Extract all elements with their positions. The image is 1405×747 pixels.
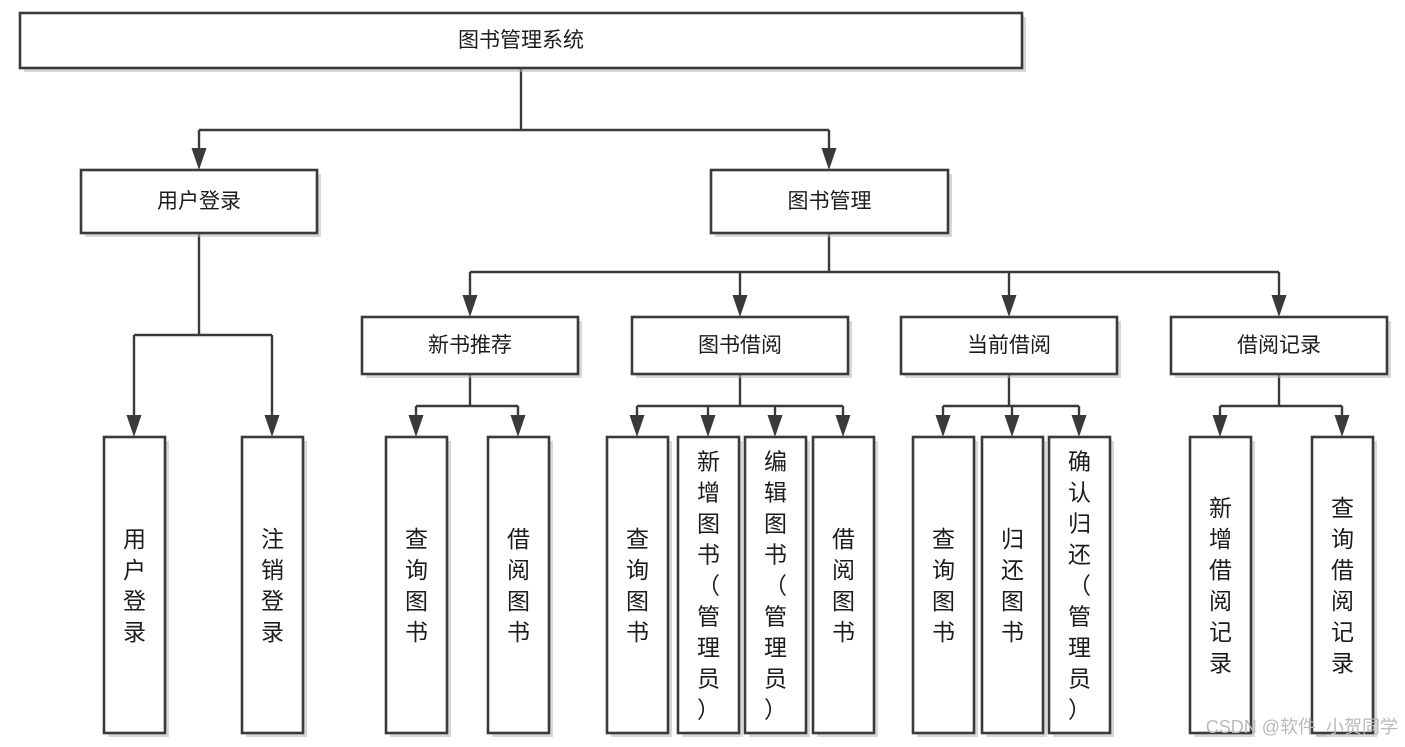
node-box-book-manage[interactable] (709, 168, 950, 235)
node-box-borrow-record[interactable] (1169, 315, 1389, 376)
node-book-borrow[interactable]: 图书借阅 (630, 315, 852, 378)
csdn-watermark: CSDN @软件_小贺同学 (1206, 717, 1398, 738)
connector-bookmanage-to-level3 (462, 233, 1287, 317)
node-label-leaf-user-login: 用户登录 (123, 526, 146, 645)
node-box-leaf-return-book[interactable] (980, 435, 1045, 735)
node-leaf-add-record[interactable]: 新增借阅记录 (1188, 435, 1255, 737)
node-leaf-query-book-3[interactable]: 查询图书 (911, 435, 978, 737)
connector-borrowrecord-to-leaves (1212, 374, 1350, 437)
node-leaf-confirm-return[interactable]: 确认归还（管理员） (1047, 435, 1114, 737)
node-box-leaf-logout[interactable] (240, 435, 305, 735)
node-label-leaf-query-record: 查询借阅记录 (1331, 495, 1354, 676)
node-book-manage[interactable]: 图书管理 (709, 168, 952, 237)
node-box-current-borrow[interactable] (899, 315, 1119, 376)
node-box-user-login[interactable] (79, 168, 319, 235)
node-box-leaf-add-record[interactable] (1188, 435, 1253, 735)
node-box-leaf-edit-book[interactable] (743, 435, 808, 735)
node-label-leaf-add-record: 新增借阅记录 (1209, 495, 1232, 676)
node-root[interactable]: 图书管理系统 (18, 11, 1026, 72)
node-box-leaf-confirm-return[interactable] (1047, 435, 1112, 735)
connector-root-to-level2 (191, 68, 837, 170)
node-box-book-borrow[interactable] (630, 315, 850, 376)
node-leaf-borrow-book-1[interactable]: 借阅图书 (486, 435, 553, 737)
node-label-leaf-borrow-book-2: 借阅图书 (832, 526, 855, 645)
node-leaf-query-book-2[interactable]: 查询图书 (605, 435, 672, 737)
node-current-borrow[interactable]: 当前借阅 (899, 315, 1121, 378)
node-label-new-book-rec: 新书推荐 (428, 334, 512, 357)
node-borrow-record[interactable]: 借阅记录 (1169, 315, 1391, 378)
node-box-root[interactable] (18, 11, 1024, 70)
node-leaf-query-record[interactable]: 查询借阅记录 (1310, 435, 1377, 737)
node-label-leaf-return-book: 归还图书 (1001, 526, 1024, 645)
node-label-leaf-borrow-book-1: 借阅图书 (507, 526, 530, 645)
node-box-new-book-rec[interactable] (360, 315, 580, 376)
node-label-user-login: 用户登录 (157, 190, 241, 213)
node-label-root: 图书管理系统 (458, 29, 584, 52)
node-leaf-add-book[interactable]: 新增图书（管理员） (676, 435, 743, 737)
node-box-leaf-query-book-2[interactable] (605, 435, 670, 735)
node-label-leaf-confirm-return: 确认归还（管理员） (1068, 449, 1091, 723)
node-box-leaf-borrow-book-1[interactable] (486, 435, 551, 735)
connector-currentborrow-to-leaves (935, 374, 1087, 437)
connector-bookborrow-to-leaves (629, 374, 851, 437)
node-user-login[interactable]: 用户登录 (79, 168, 321, 237)
node-leaf-query-book-1[interactable]: 查询图书 (384, 435, 451, 737)
node-leaf-user-login[interactable]: 用户登录 (102, 435, 169, 737)
node-label-borrow-record: 借阅记录 (1237, 334, 1321, 357)
node-box-leaf-borrow-book-2[interactable] (811, 435, 876, 735)
node-leaf-edit-book[interactable]: 编辑图书（管理员） (743, 435, 810, 737)
node-box-leaf-add-book[interactable] (676, 435, 741, 735)
node-label-book-manage: 图书管理 (788, 190, 872, 213)
node-label-leaf-query-book-1: 查询图书 (405, 526, 428, 645)
connector-newbook-to-leaves (408, 374, 526, 437)
node-box-leaf-query-book-3[interactable] (911, 435, 976, 735)
node-label-leaf-edit-book: 编辑图书（管理员） (764, 449, 787, 723)
node-label-leaf-add-book: 新增图书（管理员） (697, 449, 720, 723)
node-box-leaf-query-book-1[interactable] (384, 435, 449, 735)
node-leaf-return-book[interactable]: 归还图书 (980, 435, 1047, 737)
node-label-leaf-query-book-3: 查询图书 (932, 526, 955, 645)
node-box-leaf-user-login[interactable] (102, 435, 167, 735)
node-leaf-borrow-book-2[interactable]: 借阅图书 (811, 435, 878, 737)
node-layer: 图书管理系统用户登录图书管理新书推荐图书借阅当前借阅借阅记录用户登录注销登录查询… (18, 11, 1391, 737)
node-label-book-borrow: 图书借阅 (698, 334, 782, 357)
connector-userlogin-to-leaves (126, 233, 280, 437)
node-leaf-logout[interactable]: 注销登录 (240, 435, 307, 737)
node-new-book-rec[interactable]: 新书推荐 (360, 315, 582, 378)
node-label-leaf-logout: 注销登录 (261, 526, 284, 645)
connector-layer (126, 68, 1350, 437)
node-label-current-borrow: 当前借阅 (967, 334, 1051, 357)
node-label-leaf-query-book-2: 查询图书 (626, 526, 649, 645)
node-box-leaf-query-record[interactable] (1310, 435, 1375, 735)
